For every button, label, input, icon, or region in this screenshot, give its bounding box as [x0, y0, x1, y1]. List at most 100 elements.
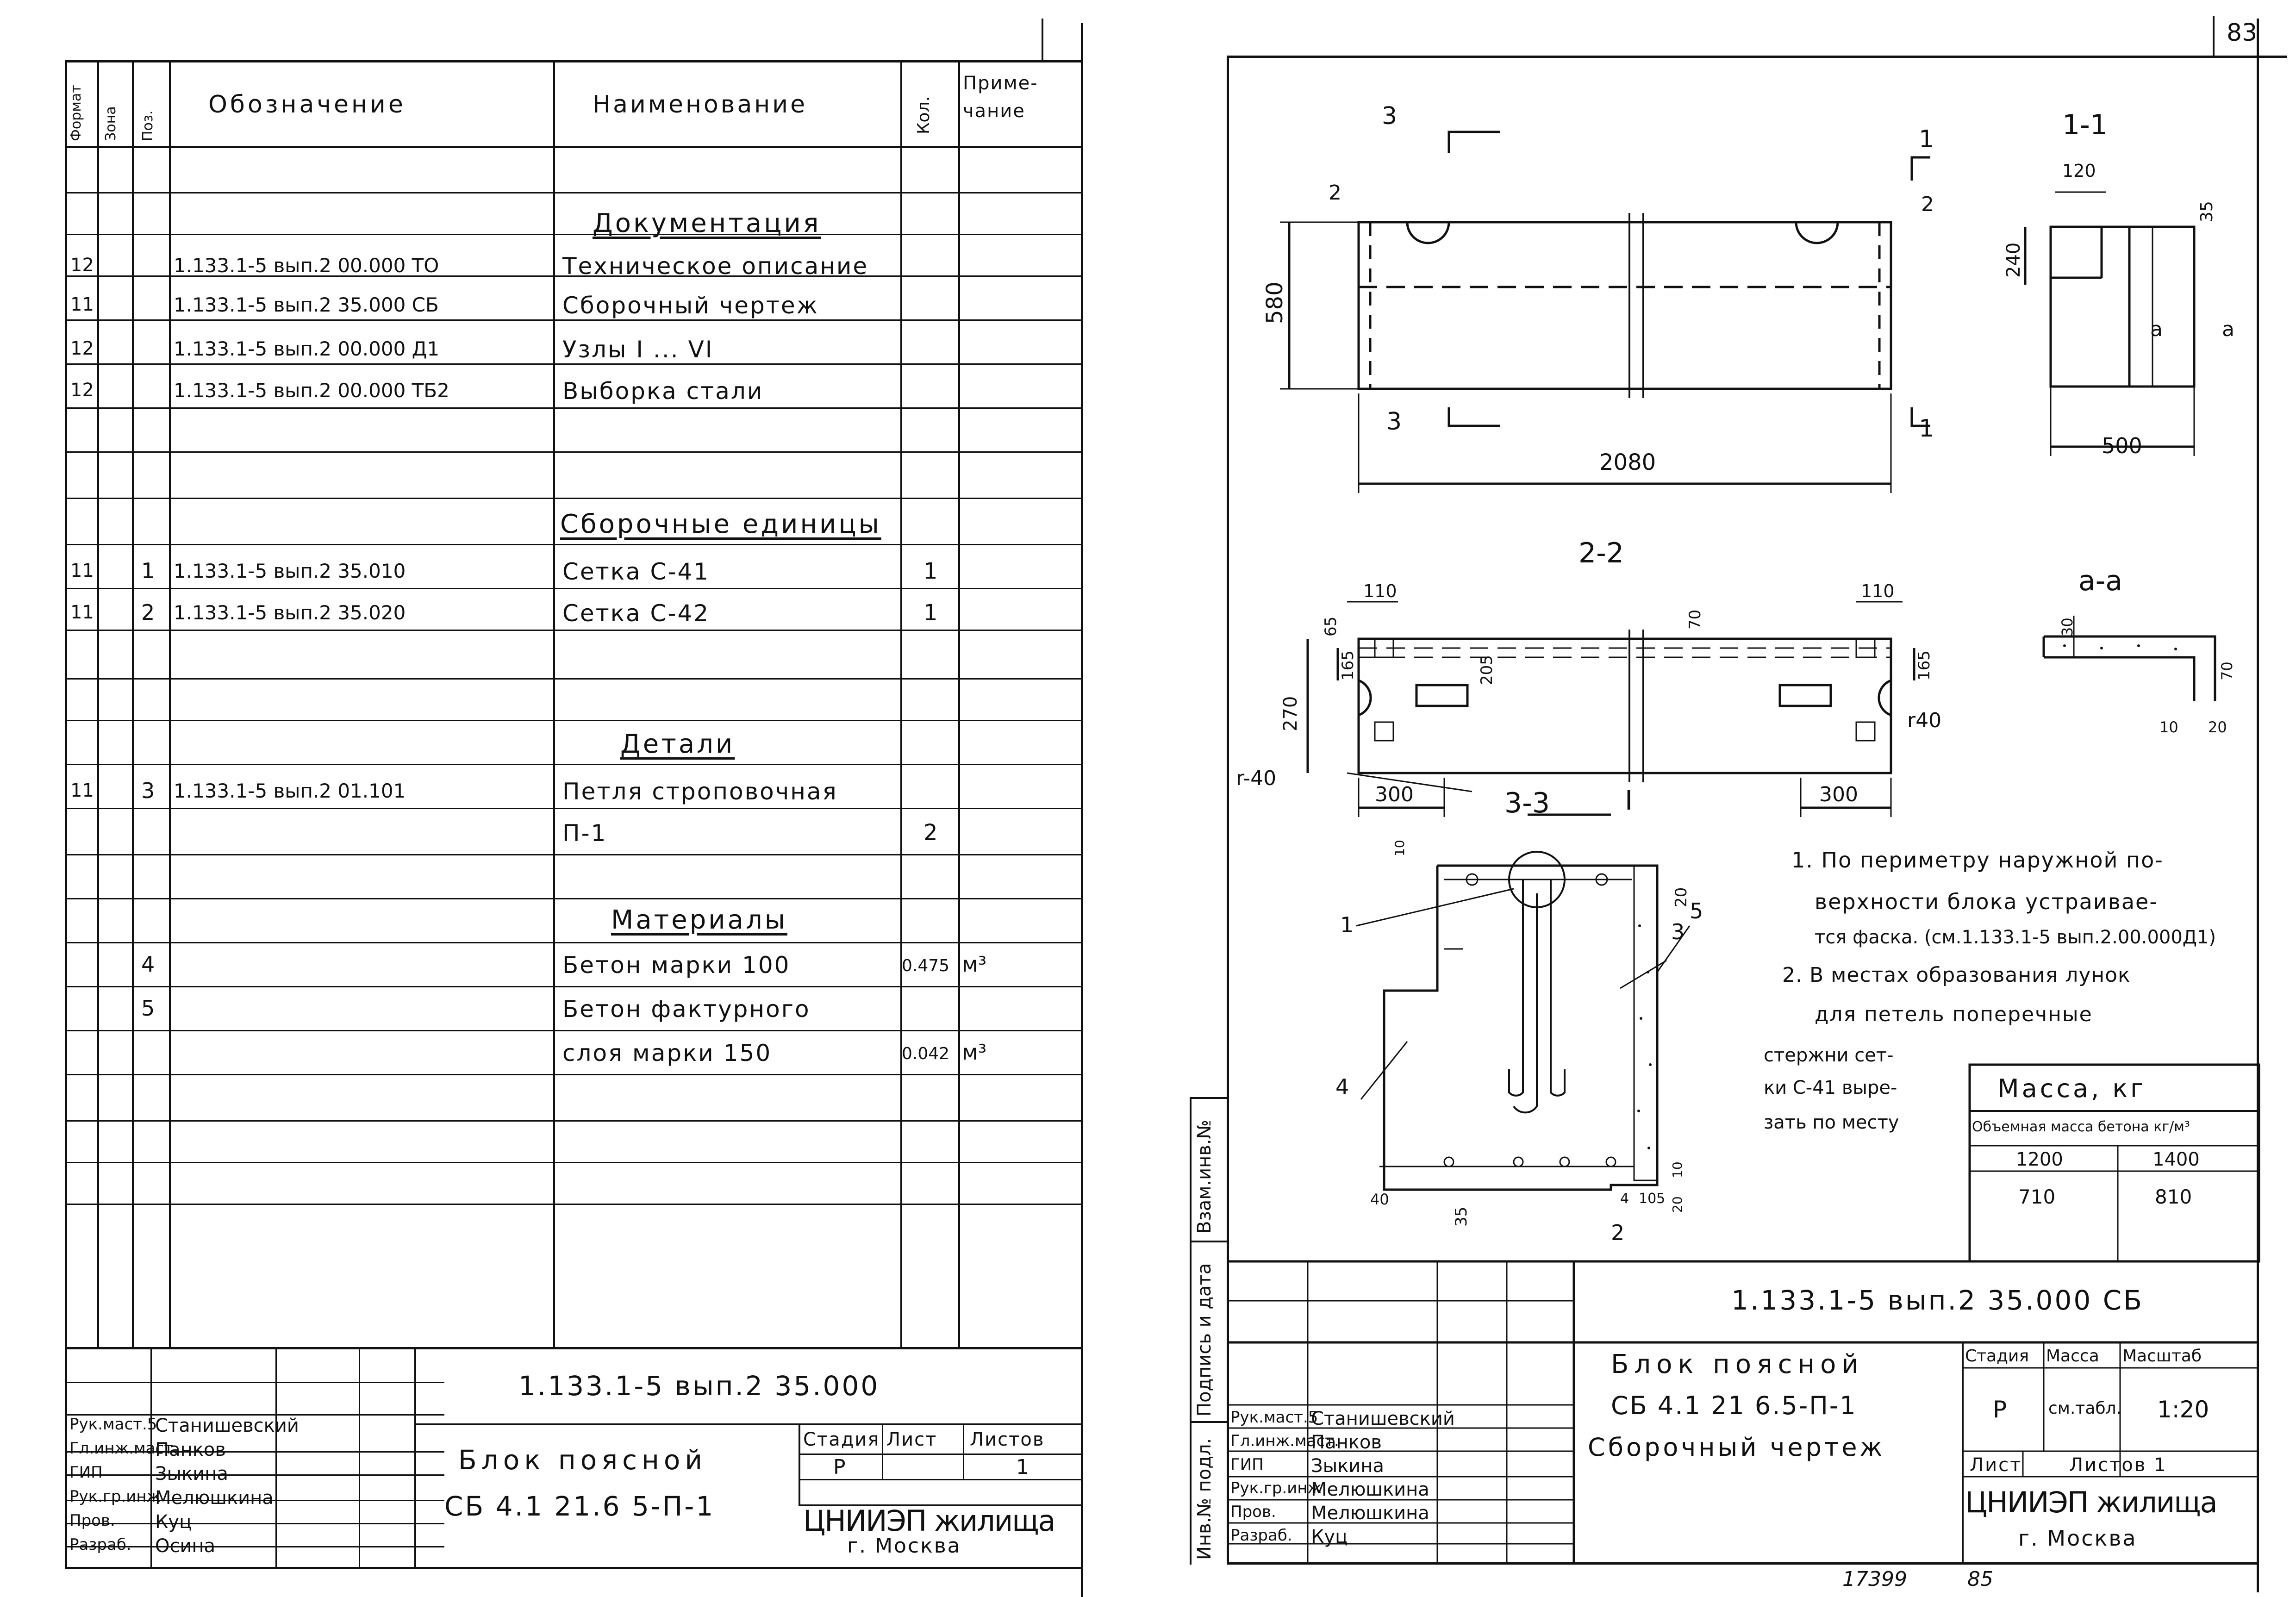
spec-cell-pos: 4: [141, 952, 155, 977]
dim-20-aa: 20: [2208, 718, 2227, 736]
header-qty: Кол.: [914, 96, 933, 134]
spec-cell-format: 12: [70, 380, 94, 401]
block-elevation: [1357, 221, 1892, 390]
staff-name: Панков: [1311, 1432, 1382, 1453]
staff-role: Пров.: [1230, 1503, 1276, 1521]
page-number: 85: [1967, 1567, 1993, 1591]
spec-cell-designation: 1.133.1-5 вып.2 00.000 ТБ2: [174, 379, 449, 402]
callout-3: 3: [1671, 919, 1685, 944]
spec-cell-qty: 2: [923, 820, 938, 846]
callout-4: 4: [1335, 1074, 1349, 1099]
dim-r40: r40: [1907, 709, 1942, 732]
spec-stage: Р: [833, 1455, 846, 1479]
spec-row-line: [65, 630, 1083, 631]
spec-cell-format: 11: [70, 602, 94, 623]
spec-cell-designation: 1.133.1-5 вып.2 35.010: [174, 560, 406, 582]
spec-cell-note: м³: [962, 952, 987, 977]
spec-row-line: [65, 588, 1083, 589]
spec-row-line: [65, 1120, 1083, 1122]
frame-left: [65, 60, 67, 1569]
spec-title-line2: СБ 4.1 21.6 5-П-1: [444, 1491, 715, 1522]
staff-role: Гл.инж.маст.: [69, 1439, 178, 1458]
spec-row-line: [65, 234, 1083, 235]
drawing-title-line2: СБ 4.1 21 6.5-П-1: [1611, 1391, 1857, 1420]
spec-cell-qty: 1: [923, 600, 938, 626]
spec-cell-format: 12: [70, 338, 94, 359]
drawing-sheet-label: Лист: [1970, 1454, 2022, 1476]
dim-300-left: 300: [1375, 783, 1414, 806]
spec-cell-name: Выборка стали: [562, 378, 764, 405]
spec-cell-name: слоя марки 150: [562, 1040, 772, 1067]
spec-row-line: [65, 764, 1083, 765]
mass-table-title: Масса, кг: [1997, 1074, 2146, 1103]
dim-70-22: 70: [1686, 609, 1704, 630]
spec-section-heading: Детали: [620, 729, 735, 759]
spec-row-line: [65, 1074, 1083, 1075]
spec-title-line1: Блок поясной: [458, 1444, 707, 1476]
spec-section-heading: Материалы: [611, 905, 787, 935]
spec-cell-format: 11: [70, 294, 94, 315]
mass-value-710: 710: [2018, 1185, 2056, 1208]
spec-row-line: [65, 986, 1083, 987]
staff-name: Панков: [155, 1439, 226, 1460]
spec-cell-designation: 1.133.1-5 вып.2 01.101: [174, 780, 406, 802]
spec-row-line: [65, 720, 1083, 721]
staff-role: Пров.: [69, 1511, 115, 1530]
spec-cell-note: м³: [962, 1040, 987, 1065]
spec-cell-designation: 1.133.1-5 вып.2 00.000 Д1: [174, 337, 440, 360]
spec-sheet-number: 1: [1016, 1455, 1029, 1479]
frame-bottom: [65, 1567, 1083, 1569]
staff-name: Осина: [155, 1535, 216, 1557]
spec-cell-name: Сетка С-41: [562, 558, 710, 585]
staff-name: Куц: [155, 1511, 192, 1533]
dim-300-right: 300: [1819, 783, 1858, 806]
header-pos: Поз.: [140, 110, 156, 141]
drawing-organization: ЦНИИЭП жилища: [1965, 1485, 2218, 1519]
section-mark-2-right: 2: [1921, 193, 1934, 216]
dim-65: 65: [1322, 616, 1340, 636]
spec-cell-format: 11: [70, 780, 94, 801]
spec-organization: ЦНИИЭП жилища: [803, 1504, 1056, 1538]
dim-10-33: 10: [1392, 840, 1407, 856]
spec-cell-name: Техническое описание: [562, 253, 869, 280]
header-format: Формат: [68, 85, 84, 141]
spec-cell-name: Сборочный чертеж: [562, 292, 819, 319]
header-note: Приме- чание: [963, 73, 1038, 122]
spec-row-line: [65, 1162, 1083, 1163]
drawing-scale-label: Масштаб: [2122, 1347, 2202, 1366]
mass-col-1400: 1400: [2152, 1149, 2200, 1170]
note-1-line-2: верхности блока устраивае-: [1815, 889, 2158, 914]
dim-35: 35: [2197, 201, 2216, 222]
spec-cell-name: Бетон марки 100: [562, 952, 791, 979]
dim-120: 120: [2062, 161, 2096, 181]
spec-cell-qty: 1: [923, 558, 938, 584]
dim-10-aa: 10: [2159, 718, 2178, 736]
dim-270: 270: [1280, 696, 1301, 731]
spec-row-line: [65, 808, 1083, 809]
spec-cell-designation: 1.133.1-5 вып.2 00.000 ТО: [174, 254, 439, 277]
assembly-drawing: [1227, 131, 2260, 1565]
section-mark-3-top: 3: [1382, 102, 1398, 130]
spec-row-line: [65, 275, 1083, 277]
corner-sheet-number: 83: [2227, 19, 2258, 47]
drawing-sheet: 83 Взам.инв.№ Подпись и дата Инв.№ подл.: [1148, 0, 2296, 1597]
frame-tick: [1042, 19, 1043, 62]
section-label-1-1: 1-1: [2062, 109, 2108, 141]
staff-role: Гл.инж.маст.: [1230, 1432, 1339, 1450]
spec-sheets-label: Листов: [970, 1429, 1045, 1450]
spec-row-line: [65, 942, 1083, 943]
spec-cell-pos: 1: [141, 558, 155, 583]
dim-height: 580: [1262, 281, 1288, 324]
specification-sheet: Формат Зона Поз. Обозначение Наименовани…: [65, 19, 1083, 1597]
node-label-I: I: [1625, 785, 1633, 816]
staff-role: Рук.гр.инж: [69, 1487, 161, 1506]
staff-role: Рук.гр.инж: [1230, 1479, 1322, 1497]
mass-col-1200: 1200: [2016, 1149, 2063, 1170]
spec-row-line: [65, 854, 1083, 855]
spec-cell-name: Бетон фактурного: [562, 996, 811, 1023]
callout-2: 2: [1611, 1220, 1625, 1245]
spec-row-line: [65, 544, 1083, 545]
dim-length: 2080: [1599, 449, 1656, 475]
dim-40-33: 40: [1370, 1191, 1389, 1208]
staff-role: Разраб.: [69, 1535, 131, 1554]
